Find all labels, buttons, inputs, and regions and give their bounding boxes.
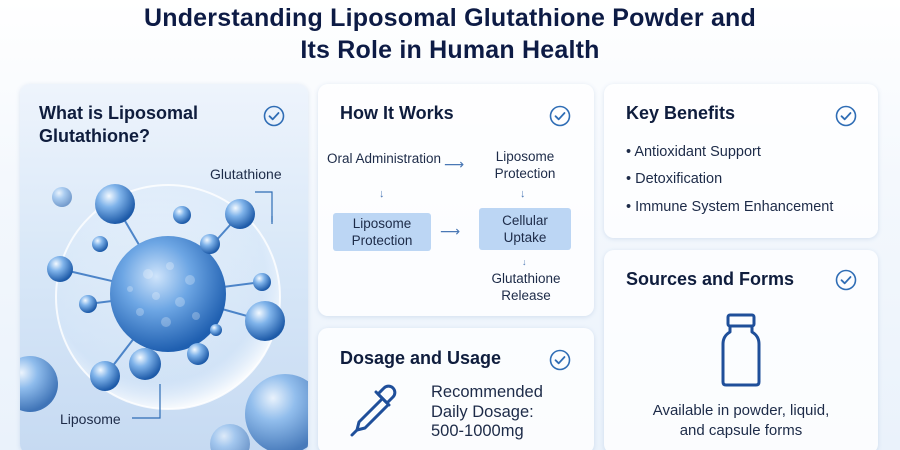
step-liposome-protection-box: Liposome Protection xyxy=(333,213,431,251)
dosage-line-2: Daily Dosage: xyxy=(431,402,534,421)
arrow-down-icon: ↓ xyxy=(379,188,385,200)
sources-line-2: and capsule forms xyxy=(679,421,803,439)
liposome-illustration xyxy=(20,184,308,450)
check-circle-icon xyxy=(549,105,571,127)
step-glutathione-release: Glutathione Release xyxy=(491,271,561,303)
arrow-right-icon: ⟶ xyxy=(440,223,461,239)
sources-text: Available in powder, liquid, and capsule… xyxy=(604,401,878,440)
step-oral-administration: Oral Administration xyxy=(326,151,442,166)
card-what-heading: What is Liposomal Glutathione? xyxy=(39,103,199,146)
title-line-1: Understanding Liposomal Glutathione Powd… xyxy=(143,4,756,32)
card-sources-heading: Sources and Forms xyxy=(626,269,795,289)
card-sources-forms: Sources and Forms Available in powder, l… xyxy=(604,250,878,450)
bottle-icon xyxy=(721,313,761,387)
arrow-down-icon: ↓ xyxy=(522,257,527,267)
benefit-item: • Detoxification xyxy=(626,171,723,187)
check-circle-icon xyxy=(835,105,857,127)
glutathione-label: Glutathione xyxy=(210,166,282,182)
benefit-item: • Antioxidant Support xyxy=(626,144,761,160)
benefit-item: • Immune System Enhancement xyxy=(626,199,834,215)
title-line-2: Its Role in Human Health xyxy=(300,36,600,64)
card-benefits-heading: Key Benefits xyxy=(626,103,736,123)
page-title: Understanding Liposomal Glutathione Powd… xyxy=(0,2,900,66)
card-what-is: What is Liposomal Glutathione? Glutathio… xyxy=(20,84,308,450)
arrow-down-icon: ↓ xyxy=(520,188,526,200)
dosage-line-1: Recommended xyxy=(431,383,543,401)
card-dosage: Dosage and Usage Recommended Daily Dosag… xyxy=(318,328,594,450)
dosage-line-3: 500-1000mg xyxy=(431,422,524,440)
card-dosage-heading: Dosage and Usage xyxy=(340,348,502,368)
dosage-text: Recommended Daily Dosage: 500-1000mg xyxy=(431,383,543,442)
card-how-heading: How It Works xyxy=(340,103,454,123)
step-liposome-protection-top: Liposome Protection xyxy=(494,149,556,181)
card-how-it-works: How It Works Oral Administration ⟶ Lipos… xyxy=(318,84,594,316)
step-cellular-uptake: Cellular Uptake xyxy=(479,208,571,250)
sources-line-1: Available in powder, liquid, xyxy=(652,402,830,419)
dropper-icon xyxy=(350,384,397,437)
check-circle-icon xyxy=(835,269,857,291)
liposome-label: Liposome xyxy=(60,411,121,427)
check-circle-icon xyxy=(549,349,571,371)
check-circle-icon xyxy=(263,105,285,127)
arrow-right-icon: ⟶ xyxy=(444,156,465,172)
card-key-benefits: Key Benefits • Antioxidant Support • Det… xyxy=(604,84,878,238)
